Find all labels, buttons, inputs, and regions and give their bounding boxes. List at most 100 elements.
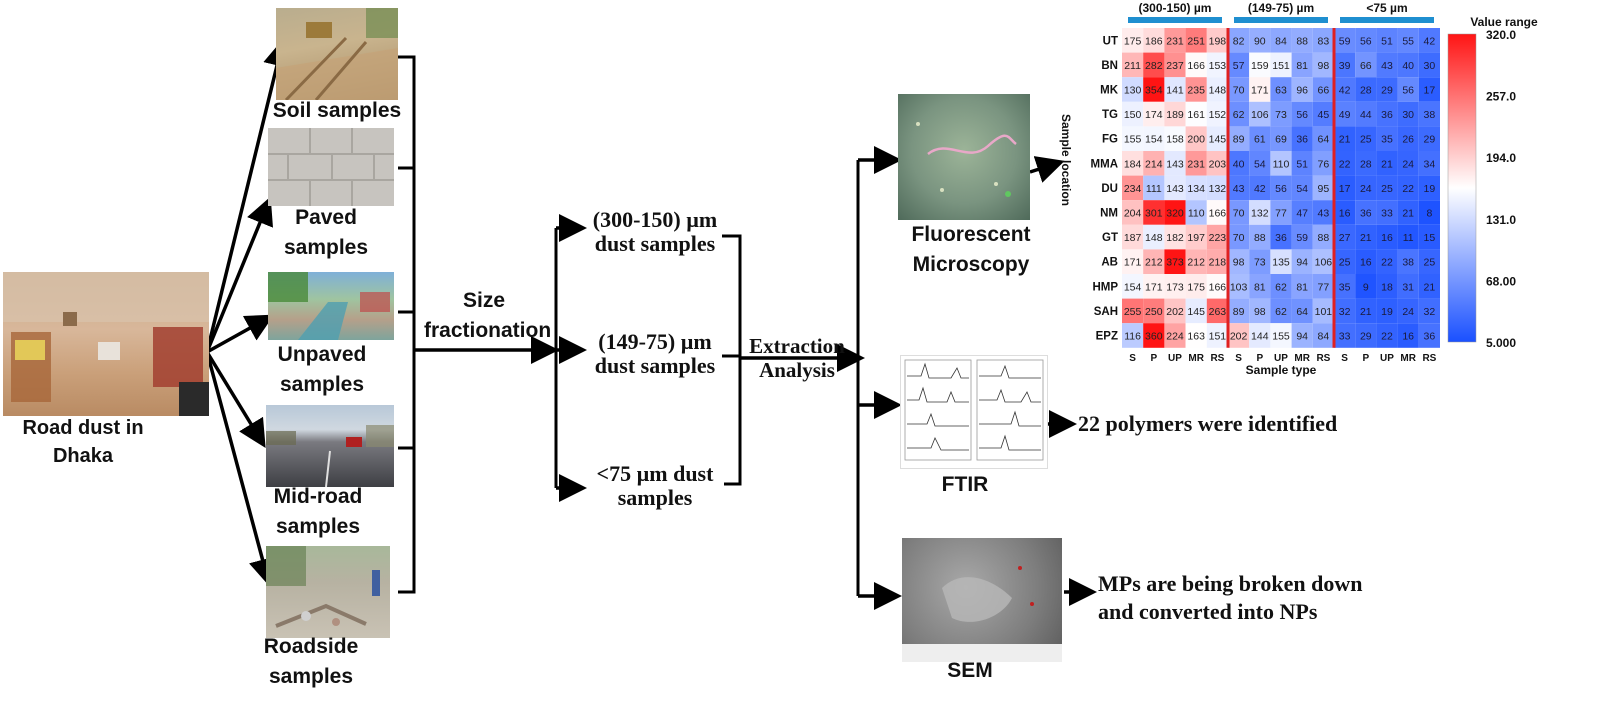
- unpaved-label: Unpaved samples: [262, 340, 382, 400]
- heatmap-cell: [1143, 274, 1165, 299]
- heatmap-cell: [1397, 274, 1419, 299]
- heatmap-cell: [1334, 200, 1356, 225]
- cell-value: 66: [1360, 60, 1372, 72]
- heatmap-cell: [1249, 323, 1271, 348]
- cell-value: 31: [1402, 281, 1414, 293]
- heatmap-cell: [1376, 52, 1398, 78]
- heatmap-cell: [1185, 101, 1207, 127]
- heatmap-cell: [1334, 28, 1356, 53]
- cell-value: 29: [1360, 331, 1372, 343]
- cell-value: 161: [1187, 109, 1205, 121]
- fraction-lt75: <75 µm dust samples: [580, 462, 730, 510]
- cell-value: 24: [1402, 158, 1414, 170]
- cell-value: 166: [1209, 281, 1227, 293]
- heatmap-cell: [1143, 249, 1165, 274]
- heatmap-cell: [1418, 77, 1440, 102]
- cell-value: 73: [1254, 257, 1266, 269]
- heatmap-cell: [1270, 52, 1292, 78]
- heatmap-cell: [1418, 249, 1440, 274]
- cell-value: 373: [1166, 257, 1184, 269]
- heatmap-cell: [1355, 224, 1377, 250]
- cell-value: 235: [1187, 85, 1205, 97]
- heatmap-cell: [1185, 323, 1207, 348]
- cell-value: 29: [1424, 134, 1436, 146]
- heatmap-cell: [1228, 101, 1250, 127]
- cell-value: 158: [1166, 134, 1184, 146]
- cell-value: 81: [1296, 281, 1308, 293]
- cell-value: 56: [1275, 183, 1287, 195]
- colorbar-tick: 68.00: [1486, 274, 1516, 288]
- cell-value: 84: [1275, 35, 1287, 47]
- cell-value: 231: [1187, 158, 1205, 170]
- cell-value: 98: [1254, 306, 1266, 318]
- group-bar: [1340, 17, 1434, 23]
- heatmap-cell: [1376, 151, 1398, 176]
- heatmap-cell: [1418, 101, 1440, 127]
- heatmap-cell: [1143, 298, 1165, 324]
- cell-value: 62: [1233, 109, 1245, 121]
- heatmap-cell: [1143, 323, 1165, 348]
- heatmap-cell: [1355, 298, 1377, 324]
- fraction-149-75: (149-75) µm dust samples: [580, 330, 730, 378]
- cell-value: 16: [1381, 232, 1393, 244]
- sem-label: SEM: [947, 659, 993, 682]
- row-label: EPZ: [1096, 331, 1118, 343]
- heatmap-cell: [1291, 175, 1313, 201]
- cell-value: 11: [1403, 232, 1414, 244]
- heatmap-cell: [1312, 249, 1334, 274]
- cell-value: 19: [1424, 183, 1436, 195]
- colorbar-title: Value range: [1470, 15, 1538, 29]
- cell-value: 145: [1209, 134, 1227, 146]
- heatmap-cell: [1122, 274, 1144, 299]
- cell-value: 101: [1315, 306, 1333, 318]
- cell-value: 22: [1381, 257, 1393, 269]
- cell-value: 132: [1251, 208, 1269, 220]
- heatmap-cell: [1397, 28, 1419, 53]
- cell-value: 200: [1187, 134, 1205, 146]
- heatmap-cell: [1291, 298, 1313, 324]
- column-label: P: [1150, 353, 1157, 364]
- heatmap-cell: [1185, 175, 1207, 201]
- cell-value: 145: [1187, 306, 1205, 318]
- heatmap-cell: [1185, 224, 1207, 250]
- heatmap-cell: [1312, 77, 1334, 102]
- heatmap-cell: [1334, 151, 1356, 176]
- heatmap-cell: [1270, 175, 1292, 201]
- heatmap-cell: [1355, 249, 1377, 274]
- cell-value: 25: [1360, 134, 1372, 146]
- cell-value: 175: [1187, 281, 1205, 293]
- cell-value: 51: [1296, 158, 1308, 170]
- midroad-photo: [266, 405, 394, 487]
- cell-value: 255: [1124, 306, 1142, 318]
- cell-value: 103: [1230, 281, 1248, 293]
- cell-value: 25: [1424, 257, 1436, 269]
- heatmap-cell: [1206, 151, 1228, 176]
- cell-value: 70: [1233, 208, 1245, 220]
- heatmap-cell: [1122, 323, 1144, 348]
- cell-value: 51: [1381, 35, 1393, 47]
- cell-value: 81: [1254, 281, 1266, 293]
- cell-value: 56: [1296, 109, 1308, 121]
- column-label: RS: [1210, 353, 1224, 364]
- cell-value: 202: [1166, 306, 1184, 318]
- cell-value: 77: [1275, 208, 1287, 220]
- cell-value: 66: [1318, 85, 1330, 97]
- heatmap-cell: [1334, 77, 1356, 102]
- cell-value: 62: [1275, 306, 1287, 318]
- heatmap-cell: [1206, 224, 1228, 250]
- cell-value: 49: [1339, 109, 1351, 121]
- paved-label: Paved samples: [256, 203, 396, 263]
- cell-value: 214: [1145, 158, 1163, 170]
- heatmap-cell: [1122, 101, 1144, 127]
- heatmap-cell: [1249, 200, 1271, 225]
- cell-value: 155: [1272, 331, 1290, 343]
- heatmap-cell: [1228, 126, 1250, 151]
- cell-value: 94: [1296, 257, 1308, 269]
- cell-value: 64: [1318, 134, 1330, 146]
- roadside-photo: [266, 546, 390, 638]
- fluorescent-microscopy-label: Fluorescent Microscopy: [896, 220, 1046, 280]
- heatmap-cell: [1143, 28, 1165, 53]
- heatmap-cell: [1249, 249, 1271, 274]
- row-label: TG: [1102, 109, 1118, 121]
